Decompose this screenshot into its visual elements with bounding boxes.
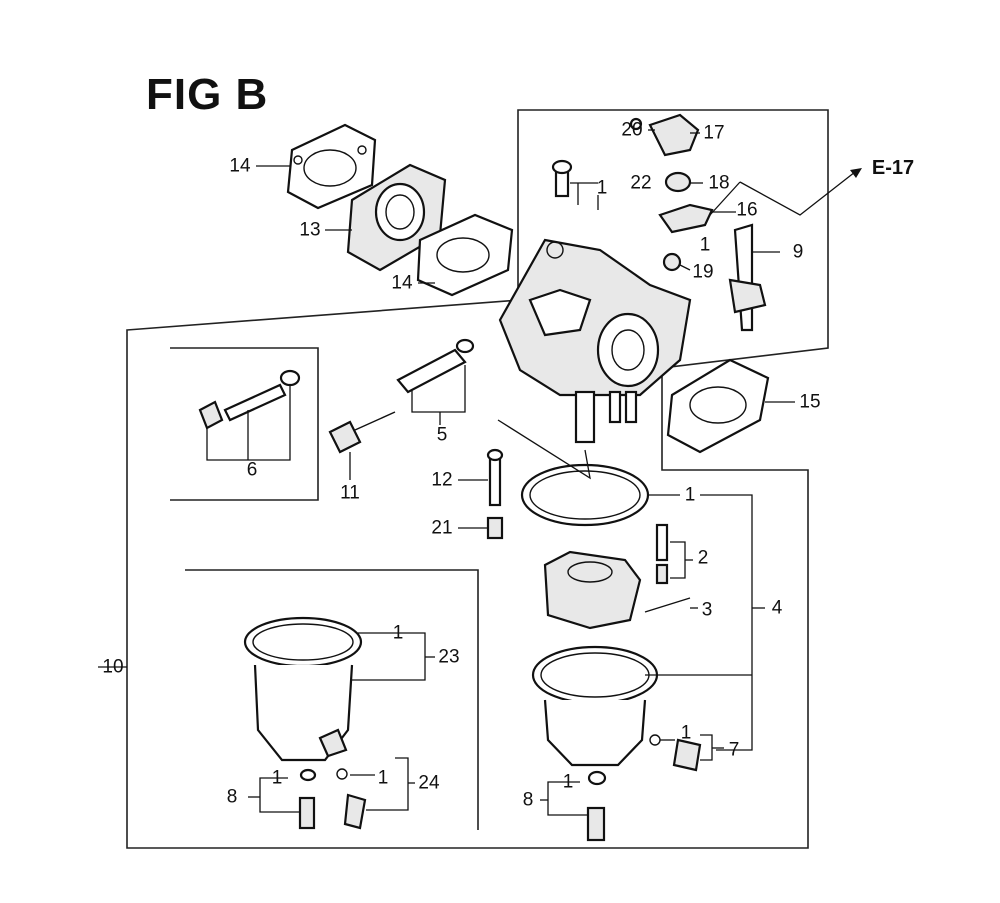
reference-arrow-icon [850, 168, 862, 178]
callout-9: 9 [792, 241, 804, 263]
leader-lines [98, 129, 856, 816]
screw-8-left [298, 768, 317, 830]
lever-9 [728, 223, 767, 332]
float-pin-3 [644, 597, 691, 613]
part-18 [664, 171, 692, 193]
float-bowl-right [531, 645, 659, 767]
callout-10: 10 [102, 656, 124, 678]
drain-screw-7 [649, 734, 702, 772]
float [543, 550, 642, 630]
o-ring-1 [520, 463, 650, 527]
screw-24 [336, 768, 367, 830]
jet-5 [396, 338, 475, 394]
group-box-23 [185, 569, 479, 830]
callout-14-top: 14 [229, 155, 251, 177]
gasket-15 [666, 358, 770, 454]
screw-20 [629, 117, 643, 131]
callout-7: 7 [728, 739, 740, 761]
screw-22 [551, 159, 573, 198]
callout-1-bowl-left: 1 [392, 622, 404, 644]
callout-1-screw-left: 1 [271, 767, 283, 789]
reference-label-e17: E-17 [871, 157, 915, 179]
pin-12 [486, 448, 504, 507]
callout-24: 24 [418, 772, 440, 794]
callout-2: 2 [697, 547, 709, 569]
float-bowl-left [243, 616, 363, 762]
callout-3: 3 [701, 599, 713, 621]
needle-valve-2 [655, 523, 669, 585]
callout-17: 17 [703, 122, 725, 144]
callout-23: 23 [438, 646, 460, 668]
callout-1-drain: 1 [680, 722, 692, 744]
callout-19: 19 [692, 261, 714, 283]
callout-1-screw-24: 1 [377, 767, 389, 789]
callout-15: 15 [799, 391, 821, 413]
lever-16 [658, 203, 714, 234]
callout-16: 16 [736, 199, 758, 221]
cap-17 [648, 113, 700, 157]
callout-12: 12 [431, 469, 453, 491]
callout-1-screw: 1 [596, 177, 608, 199]
callout-1-screw-right: 1 [562, 771, 574, 793]
figure-title: FIG B [146, 70, 269, 119]
callout-4: 4 [771, 597, 783, 619]
callout-6: 6 [246, 459, 258, 481]
gasket-14-top [286, 123, 377, 210]
callout-20: 20 [621, 119, 643, 141]
callout-5: 5 [436, 424, 448, 446]
callout-13: 13 [299, 219, 321, 241]
gasket-14-bottom [416, 213, 514, 297]
callout-8-left: 8 [226, 786, 238, 808]
screw-set-6 [198, 369, 301, 430]
nozzle-21 [486, 516, 504, 540]
screw-8-right [586, 770, 607, 842]
callout-1-lever: 1 [699, 234, 711, 256]
callout-18: 18 [708, 172, 730, 194]
screw-11 [328, 411, 396, 454]
callout-22: 22 [630, 172, 652, 194]
callout-8-right: 8 [522, 789, 534, 811]
carburetor-body [498, 238, 692, 444]
callout-1-oring: 1 [684, 484, 696, 506]
callout-11: 11 [340, 482, 360, 504]
callout-14-bottom: 14 [391, 272, 413, 294]
nut-19 [662, 252, 682, 272]
group-box-10 [126, 109, 829, 849]
group-box-6 [170, 347, 319, 501]
callout-21: 21 [431, 517, 453, 539]
